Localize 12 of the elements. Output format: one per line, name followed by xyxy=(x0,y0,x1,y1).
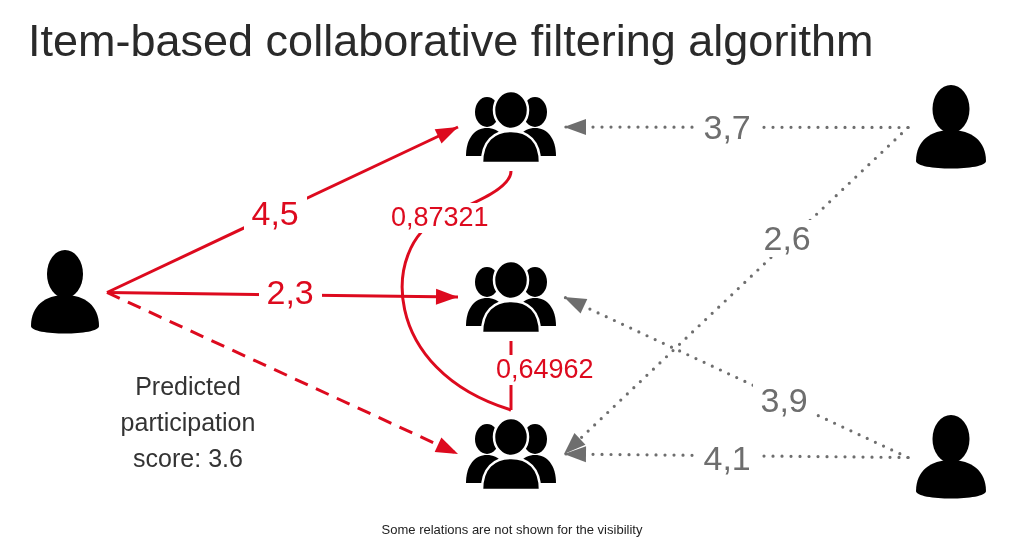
arrow xyxy=(106,291,459,456)
group-icon xyxy=(465,260,557,334)
group-icon xyxy=(465,417,557,491)
arrow xyxy=(562,125,910,456)
person-icon xyxy=(915,85,987,170)
person-icon xyxy=(30,250,100,335)
title: Item-based collaborative filtering algorithm xyxy=(28,14,874,68)
group-icon xyxy=(465,90,557,164)
person-icon xyxy=(915,415,987,500)
prediction-note: Predicted participation score: 3.6 xyxy=(119,371,257,474)
edge-label: 4,5 xyxy=(243,194,307,232)
caption: Some relations are not shown for the visibility xyxy=(381,522,643,538)
